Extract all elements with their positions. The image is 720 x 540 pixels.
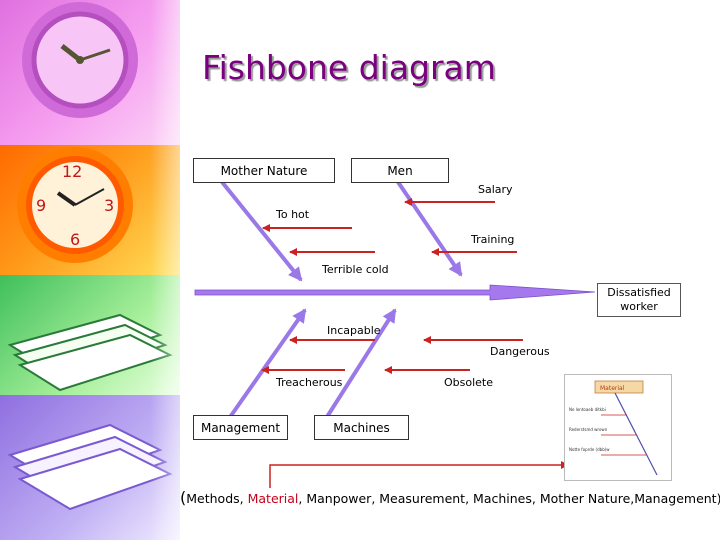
bone-management	[226, 308, 307, 422]
spine-arrow	[194, 284, 596, 301]
bone-mother-nature	[220, 180, 303, 282]
svg-text:12: 12	[62, 162, 82, 181]
decorative-photo-strip: 12 9 3 6	[0, 0, 210, 540]
cause-to-hot: To hot	[276, 208, 310, 221]
cause-incapable: Incapable	[327, 324, 381, 337]
cause-treacherous: Treacherous	[276, 376, 343, 389]
thumbnail-graphic: Material Ne lentoaeb ditkbi Rederstsmd w…	[569, 380, 658, 476]
thumb-cause-1: Ne lentoaeb ditkbi	[569, 407, 606, 412]
footer-methods: Methods,	[186, 491, 248, 506]
cause-salary: Salary	[478, 183, 513, 196]
effect-line-2: worker	[620, 300, 658, 313]
slide-title: Fishbone diagram	[202, 48, 496, 87]
category-machines: Machines	[314, 415, 409, 440]
cause-dangerous: Dangerous	[490, 345, 550, 358]
footer-bracket	[269, 461, 569, 488]
cause-training: Training	[471, 233, 515, 246]
thumb-cause-3: Notte foprde (dbb)w	[569, 447, 610, 452]
cause-terrible-cold: Terrible cold	[322, 263, 389, 276]
footer-rest: , Manpower, Measurement, Machines, Mothe…	[298, 491, 720, 506]
bone-machines	[323, 308, 397, 422]
effect-box: Dissatisfied worker	[597, 283, 681, 317]
bone-men	[396, 180, 463, 277]
footer-open-paren: (	[180, 488, 187, 507]
cause-obsolete: Obsolete	[444, 376, 494, 389]
svg-text:3: 3	[104, 196, 114, 215]
svg-text:9: 9	[36, 196, 46, 215]
svg-text:6: 6	[70, 230, 80, 249]
material-example-thumbnail: Material Ne lentoaeb ditkbi Rederstsmd w…	[564, 374, 672, 481]
category-men: Men	[351, 158, 449, 183]
footer-category-list: (Methods, Material, Manpower, Measuremen…	[180, 488, 720, 507]
strip-fade	[150, 0, 210, 540]
category-management: Management	[193, 415, 288, 440]
thumb-cause-2: Rederstsmd wrown	[569, 427, 608, 432]
footer-material: Material	[247, 491, 299, 506]
category-mother-nature: Mother Nature	[193, 158, 335, 183]
thumb-header: Material	[600, 385, 625, 392]
effect-line-1: Dissatisfied	[607, 286, 671, 299]
